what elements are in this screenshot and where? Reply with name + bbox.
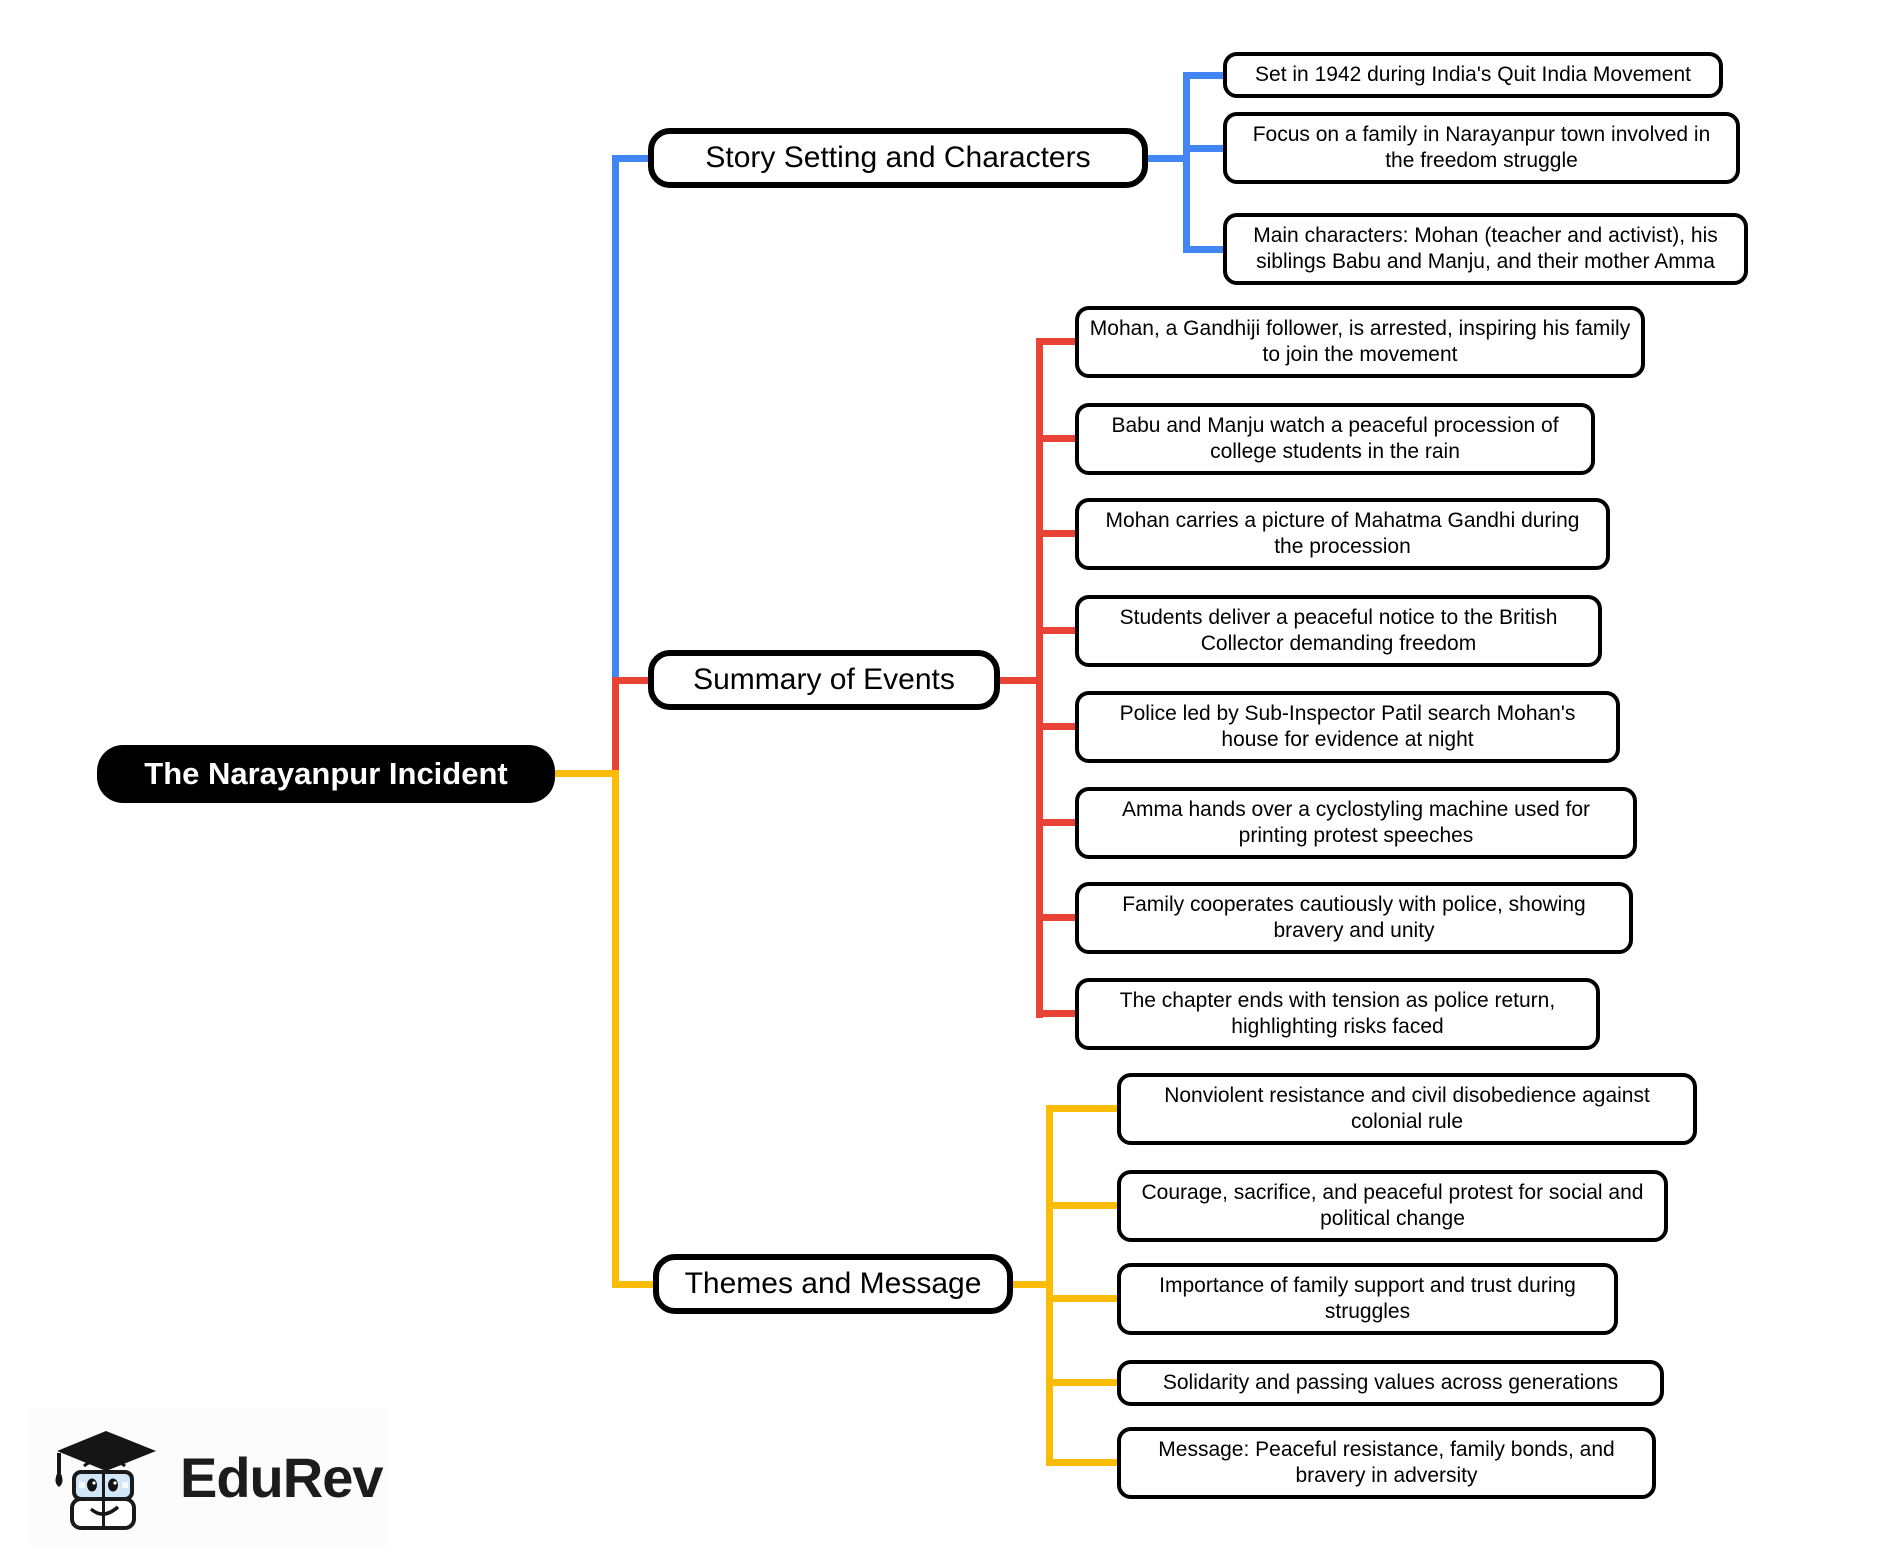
edurev-mascot-graduation-cap-icon — [44, 1415, 164, 1540]
trunk-connector-blue — [612, 155, 619, 684]
connector-themes-leaf-4 — [1046, 1459, 1123, 1466]
leaf-summary-7: The chapter ends with tension as police … — [1075, 978, 1600, 1050]
connector-setting-leaf-0 — [1183, 72, 1229, 79]
leaf-themes-3: Solidarity and passing values across gen… — [1117, 1360, 1664, 1406]
root-label: The Narayanpur Incident — [144, 756, 508, 791]
branch-connector-themes — [1046, 1105, 1053, 1466]
connector-summary-leaf-0 — [1036, 338, 1081, 345]
leaf-themes-4: Message: Peaceful resistance, family bon… — [1117, 1427, 1656, 1499]
trunk-connector-yellow — [612, 770, 619, 1288]
leaf-summary-4: Police led by Sub-Inspector Patil search… — [1075, 691, 1620, 763]
connector-root-to-summary — [612, 677, 654, 684]
connector-summary-leaf-3 — [1036, 627, 1081, 634]
branch-title-summary-label: Summary of Events — [693, 663, 955, 696]
connector-root-stub — [550, 770, 619, 777]
connector-summary-leaf-2 — [1036, 530, 1081, 537]
connector-themes-leaf-3 — [1046, 1379, 1123, 1386]
leaf-summary-0: Mohan, a Gandhiji follower, is arrested,… — [1075, 306, 1645, 378]
connector-themes-out — [1011, 1281, 1053, 1288]
leaf-summary-6: Family cooperates cautiously with police… — [1075, 882, 1633, 954]
branch-title-setting-label: Story Setting and Characters — [705, 141, 1091, 174]
connector-themes-leaf-1 — [1046, 1202, 1123, 1209]
connector-summary-leaf-6 — [1036, 914, 1081, 921]
connector-themes-leaf-2 — [1046, 1295, 1123, 1302]
leaf-summary-3: Students deliver a peaceful notice to th… — [1075, 595, 1602, 667]
branch-connector-setting — [1183, 72, 1190, 253]
leaf-themes-0: Nonviolent resistance and civil disobedi… — [1117, 1073, 1697, 1145]
branch-connector-summary — [1036, 338, 1043, 1018]
leaf-summary-2: Mohan carries a picture of Mahatma Gandh… — [1075, 498, 1610, 570]
connector-summary-out — [998, 677, 1043, 684]
connector-setting-leaf-1 — [1183, 145, 1229, 152]
connector-root-to-themes — [612, 1281, 659, 1288]
edurev-logo: EduRev — [30, 1408, 388, 1546]
connector-summary-leaf-1 — [1036, 435, 1081, 442]
branch-title-setting: Story Setting and Characters — [648, 128, 1148, 188]
leaf-summary-1: Babu and Manju watch a peaceful processi… — [1075, 403, 1595, 475]
leaf-summary-5: Amma hands over a cyclostyling machine u… — [1075, 787, 1637, 859]
leaf-setting-0: Set in 1942 during India's Quit India Mo… — [1223, 52, 1723, 98]
connector-setting-leaf-2 — [1183, 246, 1229, 253]
connector-summary-leaf-5 — [1036, 819, 1081, 826]
leaf-setting-1: Focus on a family in Narayanpur town inv… — [1223, 112, 1740, 184]
leaf-setting-2: Main characters: Mohan (teacher and acti… — [1223, 213, 1748, 285]
connector-setting-out — [1145, 155, 1190, 162]
root-node: The Narayanpur Incident — [97, 745, 555, 803]
connector-root-to-setting — [612, 155, 654, 162]
connector-themes-leaf-0 — [1046, 1105, 1123, 1112]
connector-summary-leaf-4 — [1036, 723, 1081, 730]
leaf-themes-2: Importance of family support and trust d… — [1117, 1263, 1618, 1335]
leaf-themes-1: Courage, sacrifice, and peaceful protest… — [1117, 1170, 1668, 1242]
branch-title-summary: Summary of Events — [648, 650, 1000, 710]
edurev-wordmark: EduRev — [180, 1445, 383, 1509]
branch-title-themes-label: Themes and Message — [684, 1267, 982, 1300]
connector-summary-leaf-7 — [1036, 1010, 1081, 1017]
branch-title-themes: Themes and Message — [653, 1254, 1013, 1314]
trunk-connector-red — [612, 677, 619, 777]
